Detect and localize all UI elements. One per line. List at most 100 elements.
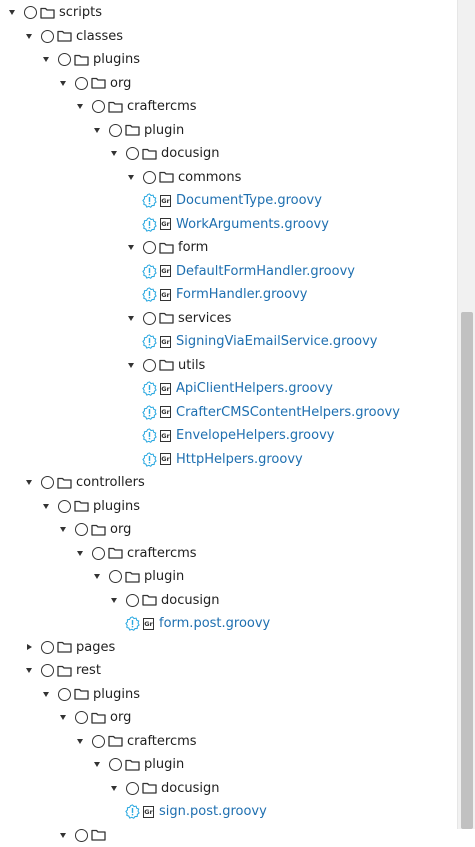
caret-down-icon[interactable] (6, 7, 18, 19)
select-radio[interactable] (58, 53, 71, 66)
tree-folder-docusign[interactable]: docusign (108, 777, 219, 801)
caret-down-icon[interactable] (108, 594, 120, 606)
tree-folder-craftercms[interactable]: craftercms (74, 95, 197, 119)
select-radio[interactable] (92, 547, 105, 560)
caret-down-icon[interactable] (57, 524, 69, 536)
select-radio[interactable] (75, 523, 88, 536)
select-radio[interactable] (75, 711, 88, 724)
caret-down-icon[interactable] (125, 171, 137, 183)
file-link[interactable]: DefaultFormHandler.groovy (176, 264, 355, 279)
select-radio[interactable] (41, 641, 54, 654)
tree-folder-plugin[interactable]: plugin (91, 565, 184, 589)
file-link[interactable]: SigningViaEmailService.groovy (176, 334, 378, 349)
caret-down-icon[interactable] (23, 665, 35, 677)
tree-folder-org[interactable]: org (57, 72, 131, 96)
tree-folder-plugins[interactable]: plugins (40, 683, 140, 707)
file-link[interactable]: sign.post.groovy (159, 804, 267, 819)
caret-down-icon[interactable] (125, 242, 137, 254)
tree-folder-controllers[interactable]: controllers (23, 471, 145, 495)
caret-down-icon[interactable] (57, 77, 69, 89)
select-radio[interactable] (41, 476, 54, 489)
caret-down-icon[interactable] (23, 30, 35, 42)
tree-folder-commons[interactable]: commons (125, 166, 241, 190)
caret-down-icon[interactable] (40, 54, 52, 66)
select-radio[interactable] (58, 500, 71, 513)
select-radio[interactable] (143, 312, 156, 325)
tree-folder-craftercms[interactable]: craftercms (74, 730, 197, 754)
tree-folder-pages[interactable]: pages (23, 636, 115, 660)
scrollbar[interactable] (457, 0, 475, 829)
tree-folder-plugin[interactable]: plugin (91, 753, 184, 777)
file-link[interactable]: ApiClientHelpers.groovy (176, 381, 333, 396)
select-radio[interactable] (75, 829, 88, 842)
folder-label: org (110, 522, 131, 537)
caret-down-icon[interactable] (125, 359, 137, 371)
file-link[interactable]: FormHandler.groovy (176, 287, 307, 302)
tree-folder-docusign[interactable]: docusign (108, 142, 219, 166)
file-link[interactable]: HttpHelpers.groovy (176, 452, 303, 467)
caret-down-icon[interactable] (74, 547, 86, 559)
caret-down-icon[interactable] (91, 571, 103, 583)
caret-down-icon[interactable] (91, 124, 103, 136)
select-radio[interactable] (126, 594, 139, 607)
select-radio[interactable] (126, 782, 139, 795)
caret-down-icon[interactable] (40, 500, 52, 512)
select-radio[interactable] (41, 664, 54, 677)
tree-folder-docusign[interactable]: docusign (108, 589, 219, 613)
tree-folder-rest[interactable]: rest (23, 659, 101, 683)
select-radio[interactable] (143, 241, 156, 254)
select-radio[interactable] (143, 171, 156, 184)
tree-folder-classes[interactable]: classes (23, 25, 123, 49)
scrollbar-thumb[interactable] (461, 312, 473, 829)
file-link[interactable]: DocumentType.groovy (176, 193, 322, 208)
select-radio[interactable] (109, 758, 122, 771)
tree-folder-plugins[interactable]: plugins (40, 48, 140, 72)
file-link[interactable]: form.post.groovy (159, 616, 270, 631)
tree-folder-plugin[interactable]: plugin (91, 119, 184, 143)
select-radio[interactable] (92, 100, 105, 113)
caret-down-icon[interactable] (74, 101, 86, 113)
caret-down-icon[interactable] (40, 688, 52, 700)
select-radio[interactable] (109, 124, 122, 137)
tree-folder-services[interactable]: services (125, 307, 231, 331)
tree-folder-utils[interactable]: utils (125, 354, 205, 378)
tree-folder-plugins[interactable]: plugins (40, 495, 140, 519)
caret-down-icon[interactable] (91, 759, 103, 771)
select-radio[interactable] (126, 147, 139, 160)
file-link[interactable]: CrafterCMSContentHelpers.groovy (176, 405, 400, 420)
select-radio[interactable] (75, 77, 88, 90)
caret-down-icon[interactable] (125, 312, 137, 324)
caret-down-icon[interactable] (74, 735, 86, 747)
caret-down-icon[interactable] (57, 829, 69, 841)
tree-folder-item[interactable] (57, 824, 110, 847)
select-radio[interactable] (58, 688, 71, 701)
select-radio[interactable] (41, 30, 54, 43)
tree-folder-form[interactable]: form (125, 236, 208, 260)
caret-down-icon[interactable] (23, 477, 35, 489)
caret-down-icon[interactable] (108, 148, 120, 160)
caret-down-icon[interactable] (57, 712, 69, 724)
select-radio[interactable] (92, 735, 105, 748)
file-link[interactable]: WorkArguments.groovy (176, 217, 329, 232)
tree-folder-org[interactable]: org (57, 706, 131, 730)
caret-down-icon[interactable] (108, 782, 120, 794)
file-link[interactable]: EnvelopeHelpers.groovy (176, 428, 334, 443)
tree-folder-org[interactable]: org (57, 518, 131, 542)
tree-folder-craftercms[interactable]: craftercms (74, 542, 197, 566)
tree-folder-scripts[interactable]: scripts (6, 1, 102, 25)
select-radio[interactable] (143, 359, 156, 372)
select-radio[interactable] (24, 6, 37, 19)
caret-right-icon[interactable] (23, 641, 35, 653)
select-radio[interactable] (109, 570, 122, 583)
